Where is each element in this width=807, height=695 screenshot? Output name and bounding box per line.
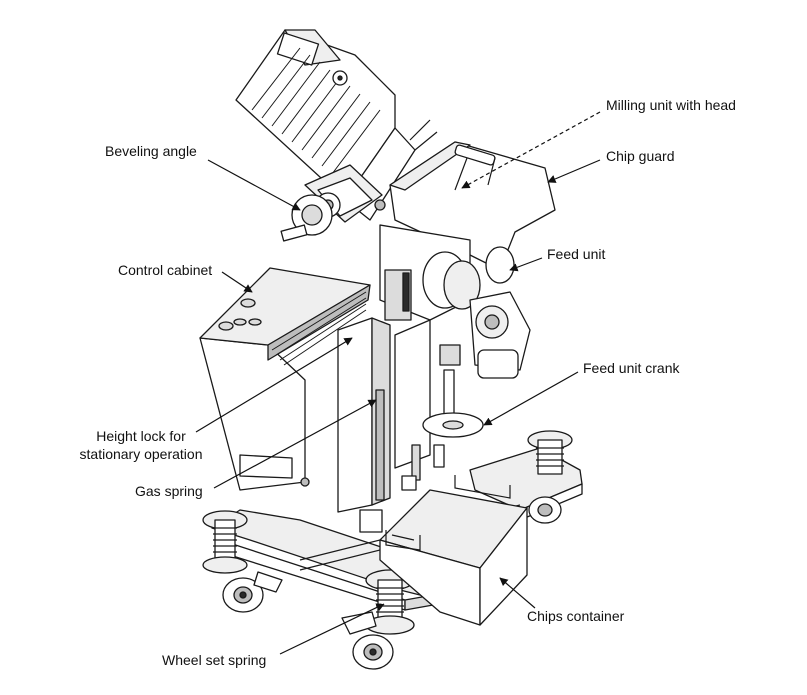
leader-feed-crank [483,371,579,426]
leader-beveling-angle [207,159,301,211]
label-chip-guard: Chip guard [606,148,675,164]
wheel-front-left [202,510,283,613]
label-feed-unit: Feed unit [547,246,606,262]
leader-height-lock [195,337,353,433]
label-height-lock-line2: stationary operation [79,446,203,462]
label-height-lock-line1: Height lock for [96,428,186,444]
leader-control-cabinet [221,271,253,293]
leader-chips-container [499,577,536,609]
label-control-cabinet: Control cabinet [118,262,213,278]
leader-gas-spring [213,399,377,489]
label-beveling-angle: Beveling angle [105,143,197,159]
feed-crank [422,369,484,468]
label-wheel-set-spring: Wheel set spring [162,652,267,668]
wheel-center [341,569,415,670]
leader-milling-unit [461,111,601,189]
central-column [337,317,431,533]
milling-head [280,119,438,242]
leader-feed-unit [509,257,543,272]
label-feed-unit-crank: Feed unit crank [583,360,680,376]
leader-wheel-set-spring [279,603,385,655]
label-milling-unit: Milling unit with head [606,97,736,113]
chips-container [379,475,528,626]
label-gas-spring: Gas spring [135,483,203,499]
label-height-lock: Height lock for stationary operation [56,427,226,463]
wheel-rear-right [527,430,573,524]
feed-unit [379,224,531,379]
leader-chip-guard [547,159,601,183]
control-cabinet [199,267,371,491]
chip-guard [389,141,556,271]
label-chips-container: Chips container [527,608,625,624]
